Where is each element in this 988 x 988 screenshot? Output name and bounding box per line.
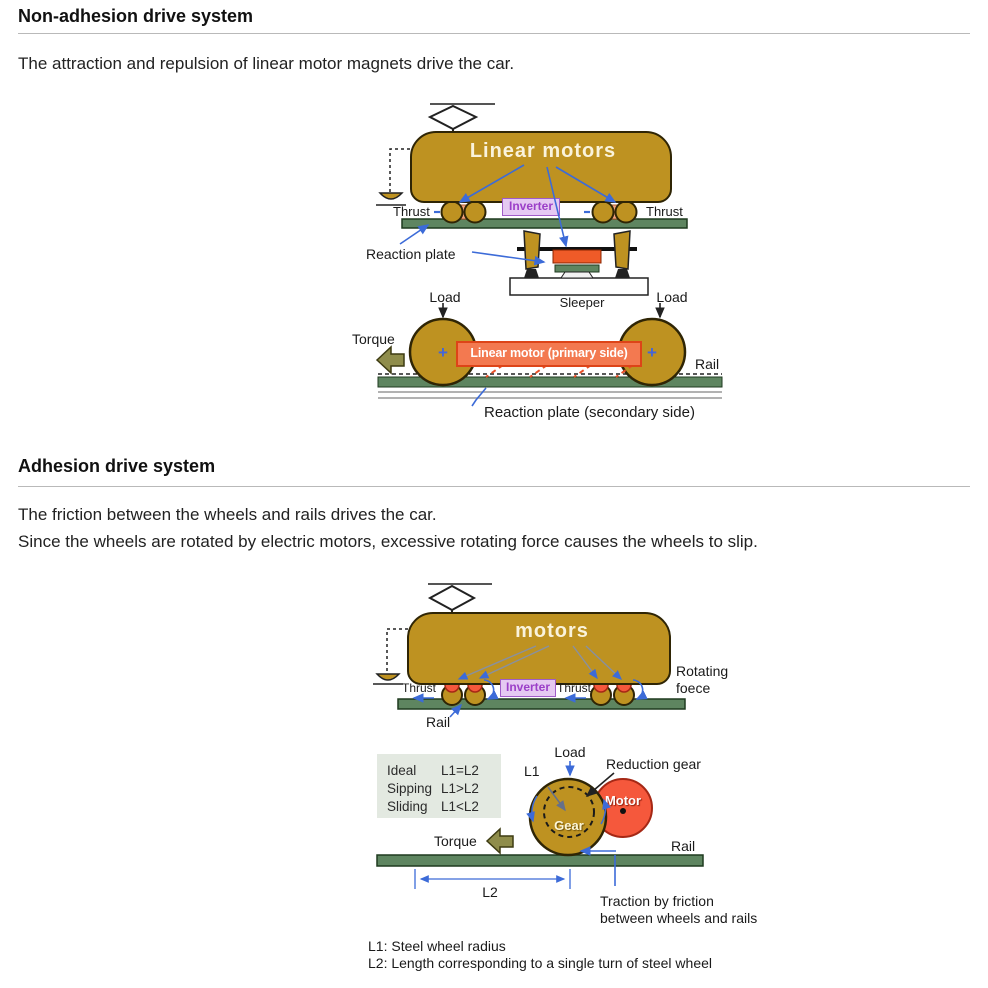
linear-motor-pointer-arrows (434, 164, 617, 248)
condition-formula: L1<L2 (441, 799, 479, 814)
thrust-label-left-2: Thrust (402, 681, 437, 695)
section1-description: The attraction and repulsion of linear m… (18, 54, 515, 73)
rail-label-1: Rail (695, 356, 720, 372)
inverter-badge-1: Inverter (502, 198, 560, 216)
legend-l2: L2: Length corresponding to a single tur… (368, 955, 713, 971)
traction-arrows (579, 846, 616, 886)
wheel-radius-arrow (526, 786, 611, 825)
reaction-plate-label: Reaction plate (366, 246, 456, 262)
thrust-label-right-2: Thrust (557, 681, 592, 695)
load-arrows (438, 303, 665, 319)
section2-divider (18, 486, 970, 487)
motor-label: Motor (604, 793, 642, 808)
legend-l1: L1: Steel wheel radius (368, 938, 506, 954)
section1-heading: Non-adhesion drive system (18, 6, 254, 26)
rail-bottom-2 (376, 854, 704, 867)
gear-label: Gear (554, 818, 584, 833)
rail-pointer-arrow-2 (449, 703, 463, 718)
torque-arrow-icon-2 (485, 827, 514, 855)
inverter-badge-2: Inverter (500, 679, 556, 697)
condition-row: Sipping L1>L2 (387, 780, 501, 798)
power-feed-dashed-line (376, 148, 410, 206)
rail-top-1 (401, 218, 688, 229)
sleeper-label: Sleeper (559, 295, 605, 310)
motored-bogie-left (441, 677, 486, 706)
condition-name: Sipping (387, 781, 433, 796)
car-label-2: motors (515, 620, 589, 642)
wheel-plus-left: + (438, 343, 448, 362)
reaction-plate-pointer-arrows (399, 224, 546, 407)
thrust-label-right-1: Thrust (646, 204, 683, 219)
section2-description-line1: The friction between the wheels and rail… (18, 505, 437, 524)
slip-conditions-box: Ideal L1=L2 Sipping L1>L2 Sliding L1<L2 (377, 754, 501, 818)
wheel-plus-right: + (647, 343, 657, 362)
motor-pointer-arrows (457, 645, 623, 680)
section1-divider (18, 33, 970, 34)
rail-top-2 (397, 698, 686, 710)
reduction-gear-label: Reduction gear (606, 756, 701, 772)
load-label-left: Load (429, 289, 461, 305)
torque-label-1: Torque (352, 331, 395, 347)
condition-row: Ideal L1=L2 (387, 762, 501, 780)
load-label-2: Load (554, 744, 586, 760)
condition-row: Sliding L1<L2 (387, 798, 501, 816)
l2-label: L2 (482, 884, 498, 900)
motor-shaft-dot (620, 808, 626, 814)
l1-label: L1 (524, 763, 540, 779)
rail-label-top-2: Rail (426, 714, 451, 730)
section2-description-line2: Since the wheels are rotated by electric… (18, 532, 758, 551)
condition-name: Ideal (387, 763, 417, 778)
bogie-right (591, 200, 638, 224)
secondary-side-label: Reaction plate (secondary side) (484, 404, 695, 421)
linear-motor-primary-box: Linear motor (primary side) (456, 341, 642, 367)
reduction-gear-arrow (585, 772, 615, 798)
thrust-label-left-1: Thrust (393, 204, 430, 219)
rail-label-bottom-2: Rail (671, 838, 696, 854)
traction-label-line2: between wheels and rails (600, 910, 758, 926)
magnetic-field-lines (485, 364, 634, 378)
condition-formula: L1=L2 (441, 763, 479, 778)
rotating-force-label-line2: foece (676, 680, 711, 696)
condition-formula: L1>L2 (441, 781, 479, 796)
thrust-arrows-2 (412, 679, 648, 703)
section2-heading: Adhesion drive system (18, 456, 216, 476)
torque-label-2: Torque (434, 833, 477, 849)
load-label-right: Load (656, 289, 688, 305)
l2-dimension (414, 869, 571, 889)
car-label-1: Linear motors (469, 140, 617, 162)
traction-label-line1: Traction by friction (600, 893, 714, 909)
rotating-force-label-line1: Rotating (676, 663, 729, 679)
condition-name: Sliding (387, 799, 428, 814)
torque-arrow-icon (375, 345, 405, 375)
power-feed-dashed-line-2 (373, 628, 408, 685)
